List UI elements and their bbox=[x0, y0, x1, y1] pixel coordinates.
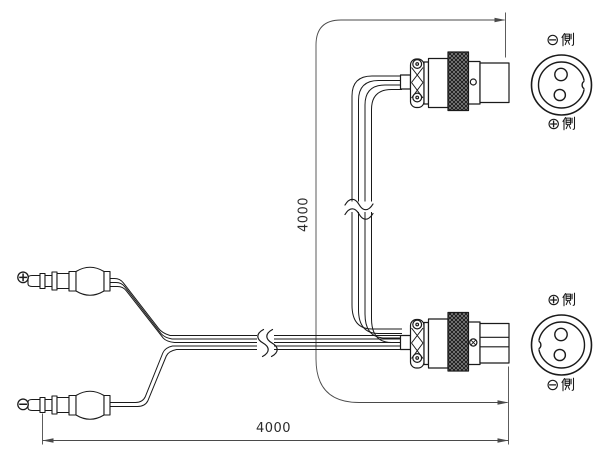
vertical-cable-break bbox=[344, 198, 374, 211]
top-connector-face-view bbox=[530, 54, 593, 116]
clamp-cross-bars bbox=[411, 67, 424, 99]
kanji-side-icon bbox=[560, 32, 575, 47]
connector-shell bbox=[479, 322, 510, 364]
keyway-notch bbox=[538, 340, 542, 350]
arrowhead bbox=[494, 17, 506, 23]
arrowhead bbox=[497, 438, 509, 443]
face-pin bbox=[553, 88, 567, 102]
cable-entry bbox=[399, 334, 412, 351]
face-pin bbox=[554, 327, 568, 342]
horizontal-dimension-value: 4000 bbox=[255, 421, 292, 436]
clamp-cross-bars bbox=[411, 327, 424, 359]
cable-linework bbox=[110, 75, 402, 407]
face-pin bbox=[553, 348, 567, 362]
circled-plus-icon: ⊕ bbox=[547, 290, 561, 309]
cable-break-symbols bbox=[257, 198, 374, 358]
face-outer-ring bbox=[530, 314, 593, 376]
positive-plug bbox=[27, 266, 111, 296]
horizontal-cable-break bbox=[257, 328, 269, 358]
backshell bbox=[427, 57, 449, 109]
polarizing-dot bbox=[469, 78, 477, 86]
circled-minus-icon: ⊖ bbox=[546, 30, 560, 49]
horizontal-cable-break bbox=[266, 328, 278, 358]
plug-tip bbox=[27, 274, 41, 288]
bottom-face-upper-label: ⊕ bbox=[547, 291, 576, 308]
kanji-side-icon bbox=[561, 292, 576, 307]
face-pin bbox=[554, 67, 568, 82]
bottom-face-lower-label: ⊖ bbox=[546, 376, 575, 393]
top-face-upper-label: ⊖ bbox=[546, 31, 575, 48]
positive-plug-marker: ⊕ bbox=[15, 267, 31, 288]
circled-minus-icon: ⊖ bbox=[546, 375, 560, 394]
top-connector bbox=[399, 51, 510, 112]
connector-shell bbox=[479, 62, 510, 104]
plug-grip bbox=[75, 266, 105, 296]
arrowhead bbox=[42, 438, 54, 443]
plug-grip bbox=[75, 390, 105, 420]
face-outer-ring bbox=[530, 54, 593, 116]
kanji-side-icon bbox=[561, 116, 576, 131]
vertical-cable-break bbox=[344, 208, 374, 220]
cable-entry bbox=[399, 74, 412, 90]
dimension-linework bbox=[42, 12, 509, 445]
vertical-dimension-line bbox=[315, 19, 508, 403]
bottom-connector-face-view bbox=[530, 314, 593, 376]
knurled-coupling-ring bbox=[447, 311, 470, 372]
vertical-dimension-value: 4000 bbox=[296, 196, 312, 233]
plug-tip bbox=[27, 398, 41, 412]
backshell bbox=[427, 318, 449, 369]
kanji-side-icon bbox=[560, 377, 575, 392]
arrowhead bbox=[497, 400, 509, 405]
negative-plug-marker: ⊖ bbox=[15, 394, 31, 415]
circled-plus-icon: ⊕ bbox=[547, 114, 561, 133]
top-face-lower-label: ⊕ bbox=[547, 115, 576, 132]
knurled-coupling-ring bbox=[447, 51, 470, 112]
shell-slot-lines bbox=[480, 336, 509, 348]
negative-plug bbox=[27, 390, 111, 420]
bottom-connector bbox=[399, 311, 510, 372]
keyway-notch bbox=[581, 80, 585, 90]
